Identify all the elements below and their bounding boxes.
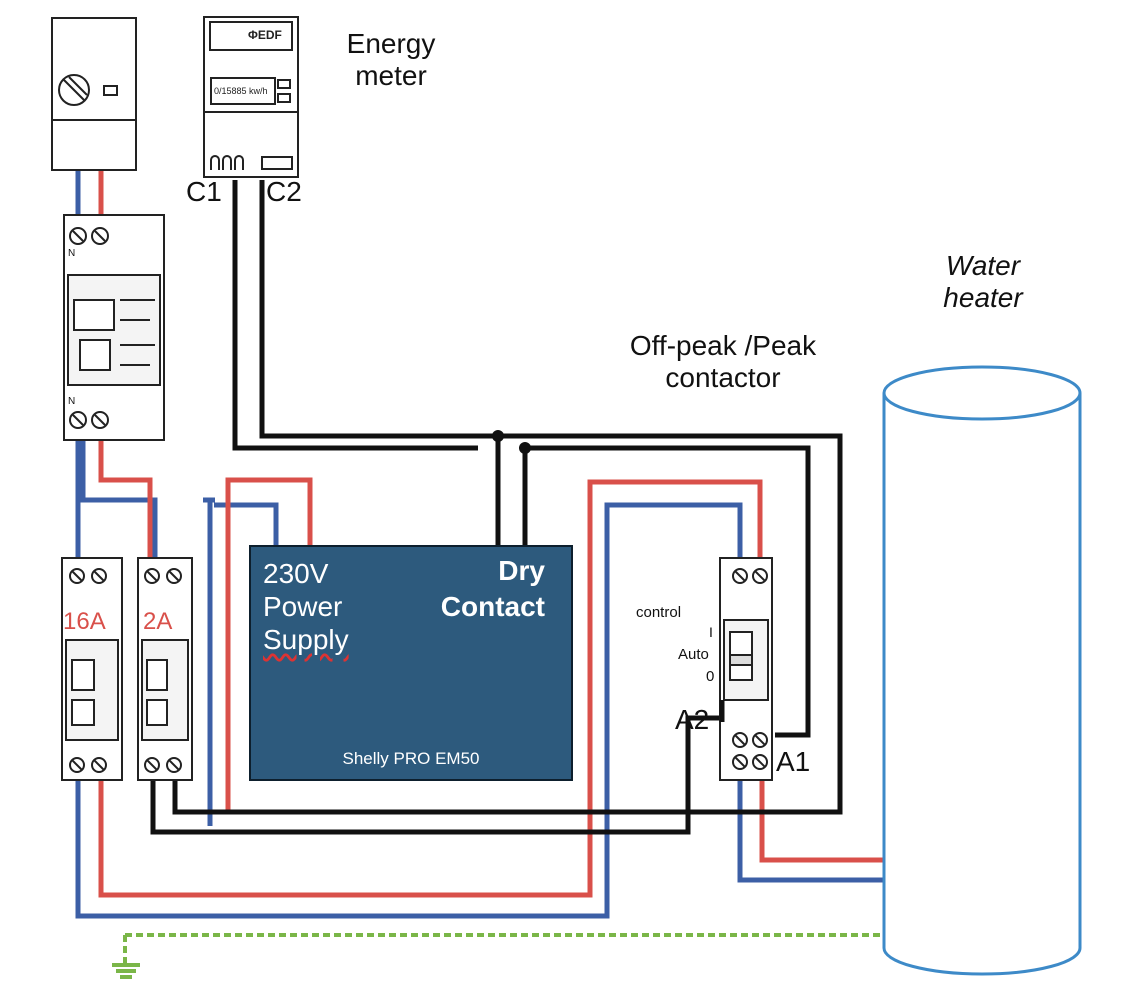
energy-meter-label: Energy meter — [330, 28, 452, 92]
meter-terminal-c2: C2 — [266, 176, 302, 207]
contactor — [719, 557, 773, 781]
rcd-neutral-mark-bottom: N — [68, 396, 76, 407]
shelly-power-line1: 230V — [263, 558, 329, 589]
shelly-dry-line2: Contact — [440, 591, 545, 623]
shelly-power-block: 230V Power Supply — [263, 557, 349, 656]
contactor-label-line2: contactor — [665, 362, 781, 394]
contactor-terminal-a1: A1 — [776, 746, 811, 777]
shelly-power-line3: Supply — [263, 624, 349, 656]
junction-dot-c2 — [492, 430, 504, 442]
meter-terminal-c1: C1 — [186, 176, 222, 207]
energy-meter-box — [203, 16, 299, 178]
contactor-pos-on: I — [709, 624, 713, 640]
contactor-pos-auto: Auto — [678, 646, 709, 663]
energy-meter-label-line1: Energy — [346, 28, 436, 59]
contactor-control-label: control — [636, 604, 682, 621]
water-heater-tank — [882, 365, 1082, 976]
meter-display-readout: 0/15885 kw/h — [214, 86, 268, 96]
shelly-dry-contact-block: Dry Contact — [441, 553, 545, 626]
neutral-wires — [75, 168, 886, 919]
contactor-label-line1: Off-peak /Peak — [629, 330, 817, 361]
control-wires — [150, 180, 843, 835]
breaker-16a — [61, 557, 123, 781]
contactor-pos-off: 0 — [706, 668, 715, 685]
contactor-terminal-a2: A2 — [675, 704, 710, 735]
junction-dot-c1 — [519, 442, 531, 454]
meter-brand-label: ΦEDF — [248, 28, 282, 42]
shelly-model-label: Shelly PRO EM50 — [342, 749, 480, 768]
rcd-breaker — [63, 214, 165, 441]
ground-wire — [112, 933, 886, 979]
breaker-16a-rating: 16A — [63, 608, 106, 635]
energy-meter-label-line2: meter — [355, 60, 427, 92]
water-heater-label-line2: heater — [943, 282, 1023, 314]
water-heater-label-line1: Water — [945, 250, 1021, 281]
live-wires — [98, 168, 886, 898]
shelly-pro-em50: 230V Power Supply Dry Contact Shelly PRO… — [249, 545, 573, 781]
contactor-label: Off-peak /Peak contactor — [600, 330, 846, 394]
main-switch — [51, 17, 137, 171]
shelly-power-line2: Power — [263, 591, 343, 623]
shelly-dry-line1: Dry — [498, 555, 545, 586]
water-heater-label: Water heater — [920, 250, 1046, 314]
rcd-neutral-mark-top: N — [68, 248, 76, 259]
breaker-2a-rating: 2A — [143, 608, 173, 635]
breaker-2a — [137, 557, 193, 781]
